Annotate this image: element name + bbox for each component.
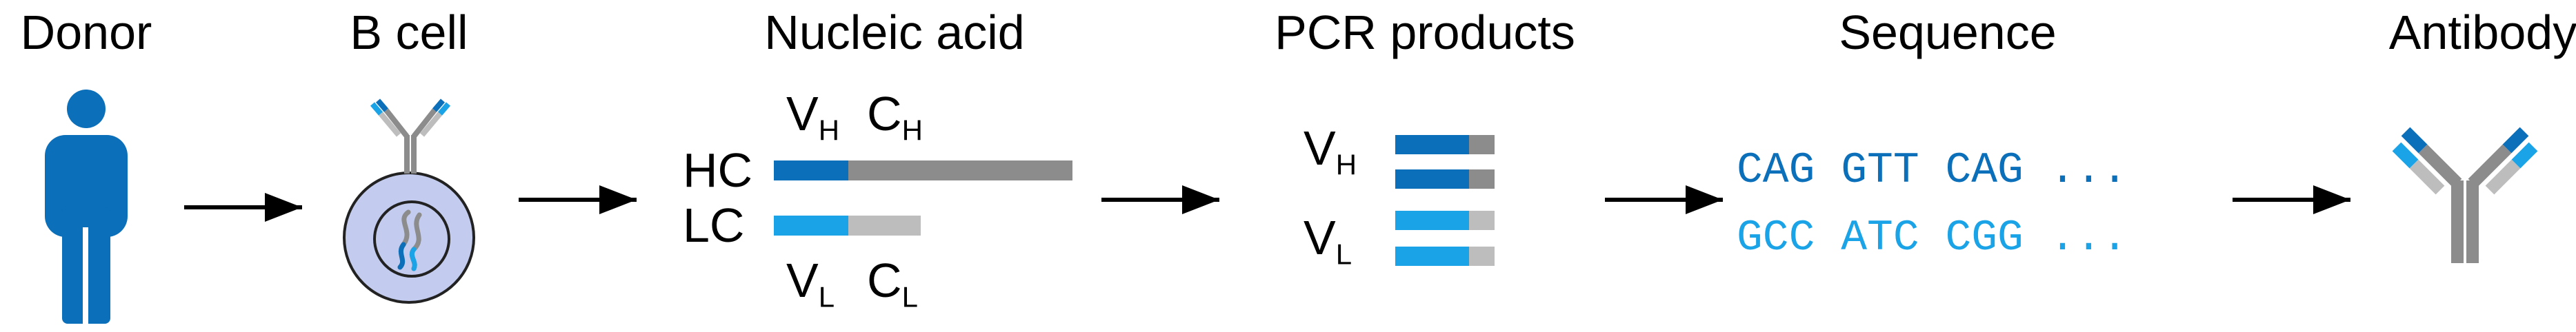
nucleic-acid-bars: [774, 160, 1072, 236]
light-chain-sequence: GCC ATC CGG ...: [1737, 214, 2128, 262]
cl-label: CL: [867, 253, 918, 313]
stage-title-pcr-products: PCR products: [1275, 6, 1575, 59]
lc-variable-bar: [774, 216, 848, 236]
antibody-icon: [2392, 127, 2538, 263]
vh-label: VH: [786, 87, 840, 147]
ch-label: CH: [867, 87, 923, 147]
hc-variable-bar: [774, 160, 848, 180]
pcr-vh-label: VH: [1304, 121, 1357, 181]
pcr-product-bars: [1395, 135, 1495, 266]
lc-constant-bar: [848, 216, 921, 236]
stage-title-b-cell: B cell: [350, 6, 468, 59]
pcr-vl-label: VL: [1304, 211, 1352, 271]
stage-title-sequence: Sequence: [1839, 6, 2057, 59]
pcr-vl-bar-2: [1395, 247, 1469, 266]
pcr-vl-bar-1: [1395, 211, 1469, 230]
pcr-vh-bar-2: [1395, 169, 1469, 189]
pcr-vh-bar-1: [1395, 135, 1469, 154]
heavy-chain-sequence: CAG GTT CAG ...: [1737, 146, 2128, 195]
stage-title-nucleic-acid: Nucleic acid: [764, 6, 1025, 59]
stage-title-donor: Donor: [20, 6, 152, 59]
hc-label: HC: [683, 143, 753, 197]
vl-label: VL: [786, 253, 835, 313]
b-cell-icon: [343, 98, 475, 304]
hc-constant-bar: [848, 160, 1072, 180]
lc-label: LC: [683, 198, 745, 252]
stage-title-antibody: Antibody: [2388, 6, 2576, 59]
